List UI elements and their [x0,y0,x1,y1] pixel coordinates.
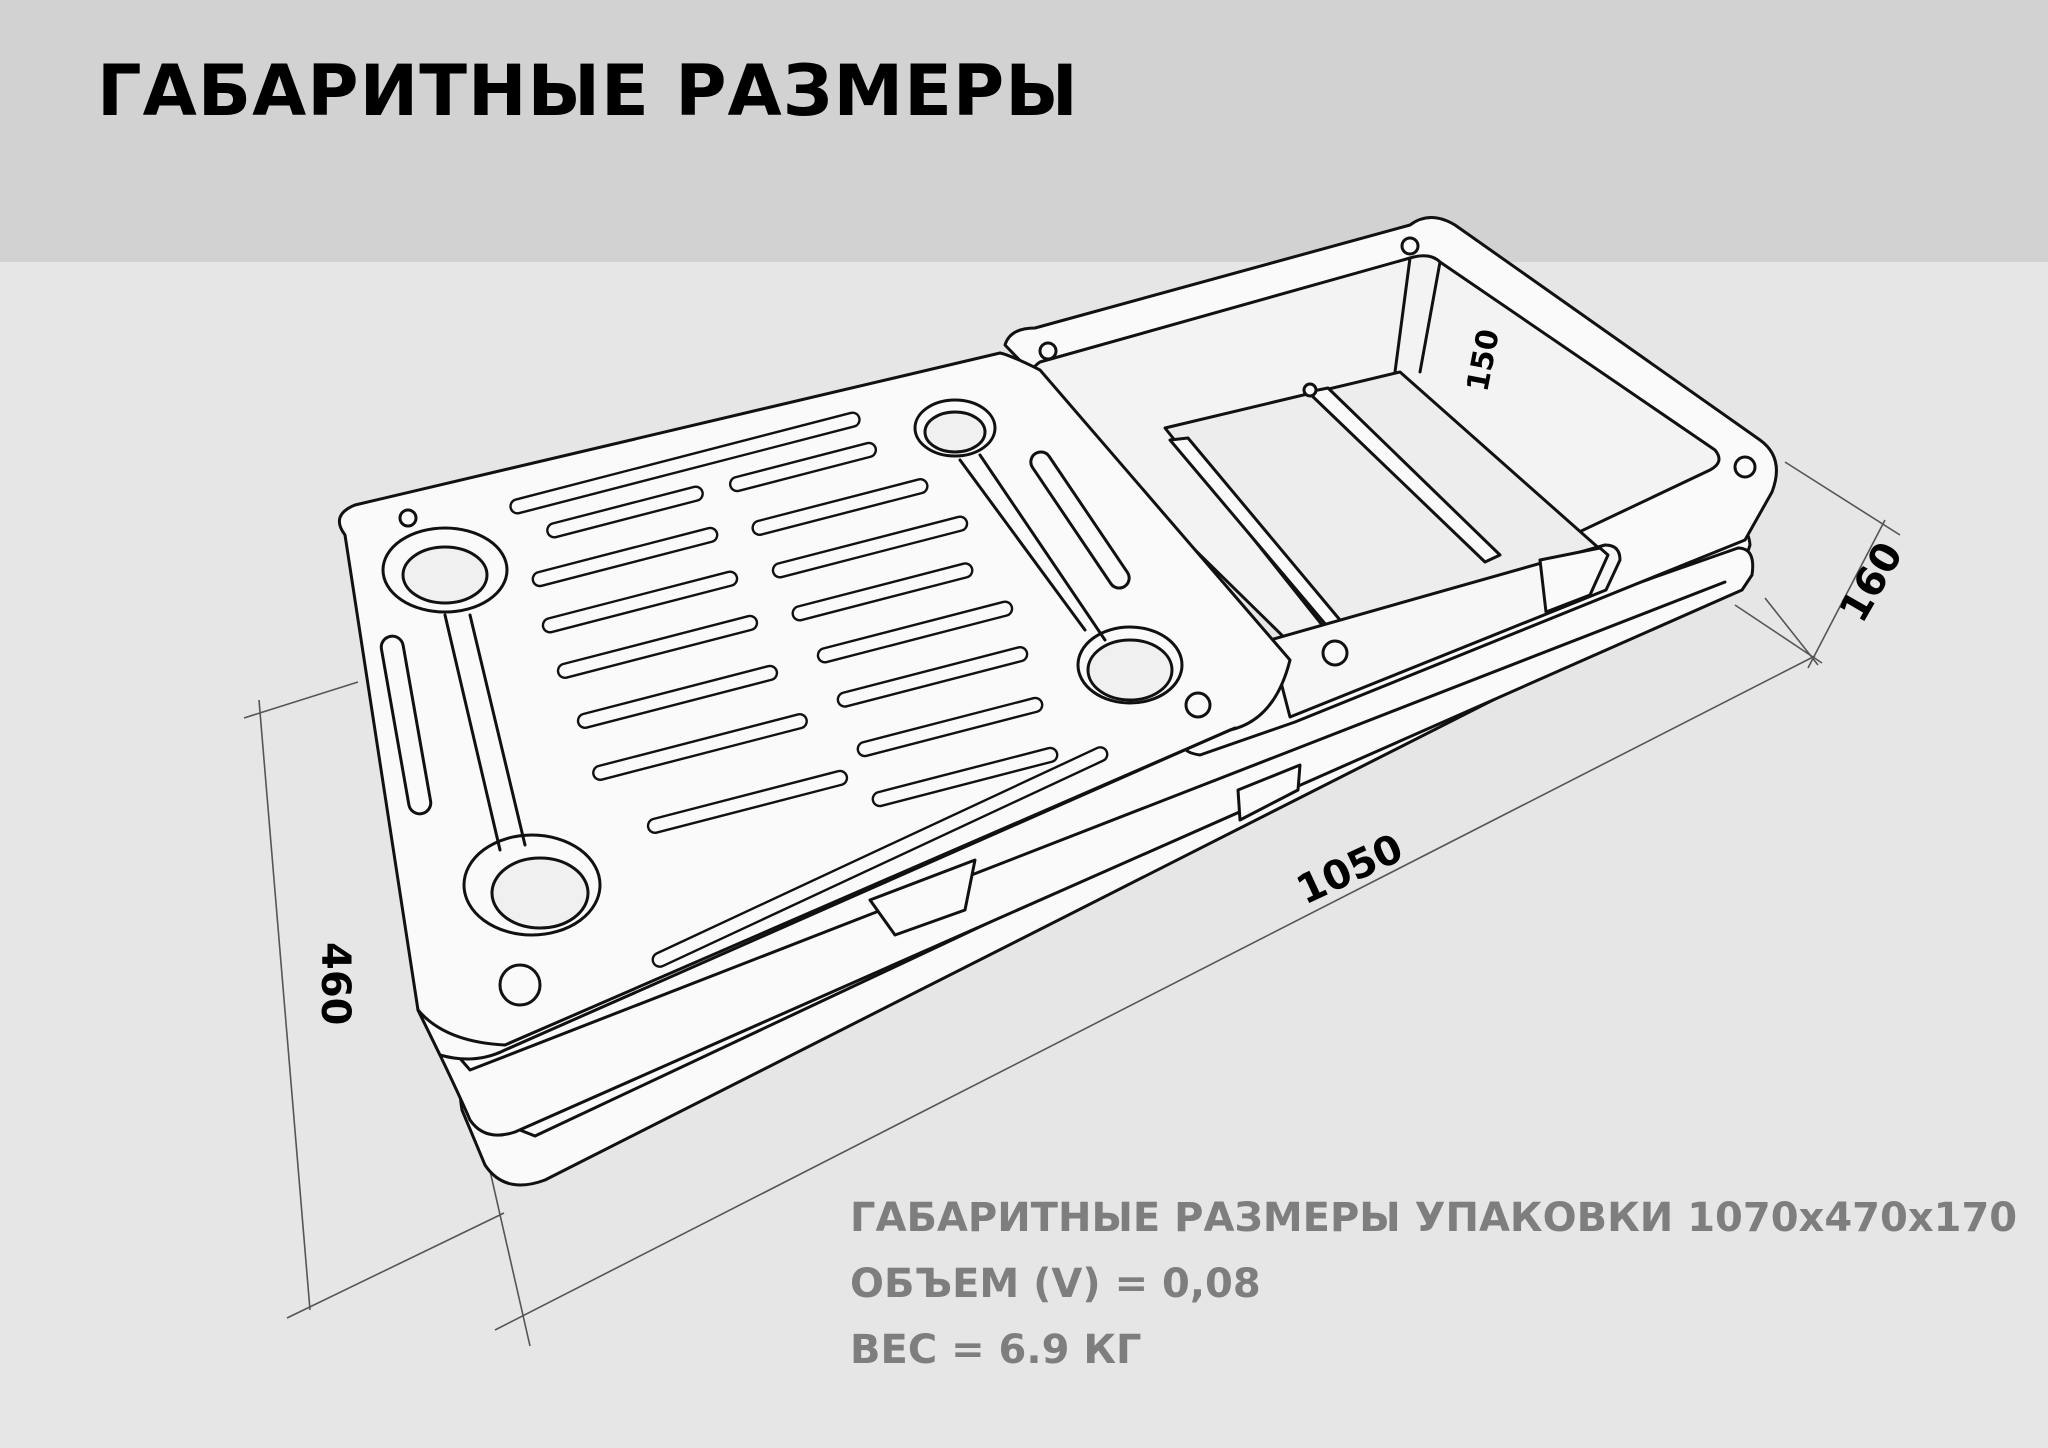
lid-shell [416,546,1755,1137]
dim-height-label: 160 [1831,535,1913,630]
dim-length-label: 1050 [1290,825,1410,914]
page-title: ГАБАРИТНЫЕ РАЗМЕРЫ [97,50,1079,132]
header-band: ГАБАРИТНЫЕ РАЗМЕРЫ [0,0,2048,262]
lid-grating [509,411,1109,968]
spec-volume: ОБЪЕМ (V) = 0,08 [850,1261,1261,1307]
spec-package-size: ГАБАРИТНЫЕ РАЗМЕРЫ УПАКОВКИ 1070х470х170 [850,1195,2018,1241]
dimension-lines [243,461,1901,1347]
spec-weight: ВЕС = 6.9 КГ [850,1327,1142,1373]
package-specs: ГАБАРИТНЫЕ РАЗМЕРЫ УПАКОВКИ 1070х470х170… [850,1185,2017,1383]
dim-width-label: 460 [312,942,358,1026]
product-outline [337,216,1778,1187]
